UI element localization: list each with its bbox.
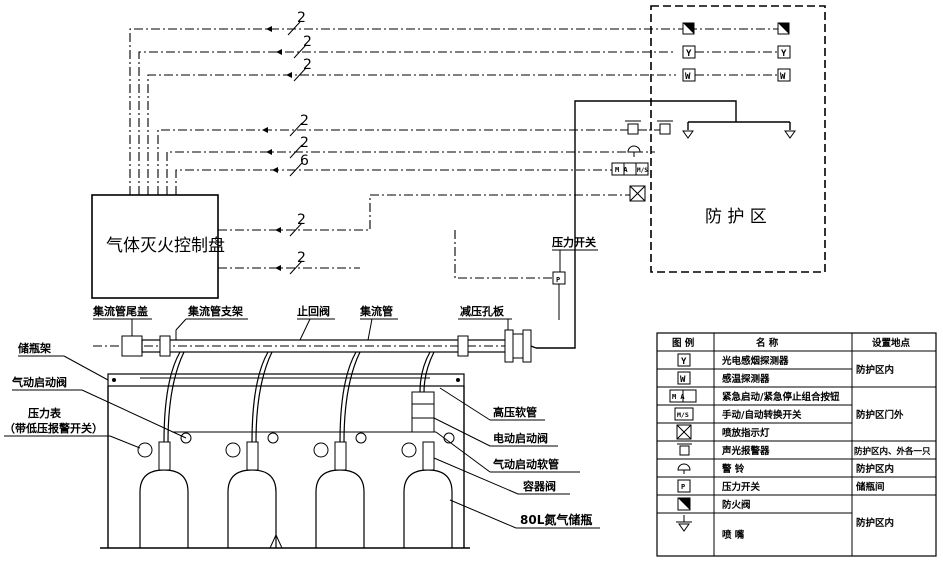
wire-count-7: 2 bbox=[297, 212, 306, 228]
component-labels: 压力开关 集流管尾盖 集流管支架 止回阀 集流管 减压孔板 储瓶架 气动启动阀 … bbox=[4, 235, 600, 529]
label-pressure-gauge: 压力表 bbox=[28, 406, 62, 420]
svg-text:M A: M A bbox=[672, 393, 685, 401]
svg-text:防火阀: 防火阀 bbox=[722, 499, 751, 511]
legend-bell-icon bbox=[677, 463, 691, 471]
svg-text:W: W bbox=[780, 72, 786, 82]
heat-detector-icon bbox=[777, 68, 791, 82]
legend-table: 图 例 名 称 设置地点 Y W M A M/S P bbox=[656, 332, 937, 557]
svg-text:警 铃: 警 铃 bbox=[722, 463, 745, 475]
svg-text:Y: Y bbox=[681, 357, 687, 367]
wire-count-marks: 2 2 2 2 2 6 2 2 bbox=[287, 10, 312, 275]
wire-count-4: 2 bbox=[300, 113, 309, 129]
svg-text:防护区门外: 防护区门外 bbox=[856, 409, 904, 421]
label-check-valve: 止回阀 bbox=[297, 304, 330, 318]
svg-text:防护区内: 防护区内 bbox=[856, 517, 894, 529]
svg-text:M/S: M/S bbox=[637, 167, 648, 174]
label-pneumatic-hose: 气动启动软管 bbox=[492, 457, 559, 471]
orifice-plate bbox=[504, 329, 514, 363]
manifold-end-cap bbox=[121, 335, 143, 357]
svg-text:P: P bbox=[681, 483, 685, 491]
legend-nozzle-icon bbox=[678, 523, 690, 532]
svg-text:防护区内、外各一只: 防护区内、外各一只 bbox=[854, 446, 931, 457]
siren-icon bbox=[627, 123, 639, 135]
cylinder-2 bbox=[225, 351, 279, 548]
wire-count-6: 6 bbox=[300, 153, 309, 169]
label-cylinder: 80L氮气储瓶 bbox=[520, 512, 592, 527]
svg-text:光电感烟探测器: 光电感烟探测器 bbox=[721, 355, 789, 367]
control-panel-label: 气体灭火控制盘 bbox=[106, 236, 225, 256]
bell-icon bbox=[627, 145, 641, 153]
cylinder-4 bbox=[401, 351, 455, 548]
svg-text:防护区内: 防护区内 bbox=[856, 364, 894, 376]
label-container-valve: 容器阀 bbox=[522, 479, 556, 493]
manifold-assembly bbox=[93, 329, 537, 363]
svg-text:压力开关: 压力开关 bbox=[722, 481, 761, 493]
legend-header-location: 设置地点 bbox=[872, 337, 911, 349]
legend-header-name: 名 称 bbox=[756, 337, 779, 349]
svg-text:感温探测器: 感温探测器 bbox=[722, 373, 770, 385]
label-pneumatic-valve: 气动启动阀 bbox=[11, 375, 67, 389]
siren-icon bbox=[659, 123, 671, 135]
protection-zone-boundary bbox=[650, 5, 826, 273]
svg-text:喷放指示灯: 喷放指示灯 bbox=[722, 427, 770, 439]
label-orifice-plate: 减压孔板 bbox=[460, 304, 505, 318]
nozzle-icon bbox=[784, 130, 796, 139]
estop-button-icon bbox=[611, 162, 649, 176]
field-devices: Y Y W W M A M/S P bbox=[552, 22, 791, 285]
smoke-detector-icon bbox=[777, 45, 791, 59]
svg-text:手动/自动转换开关: 手动/自动转换开关 bbox=[722, 409, 802, 421]
wire-count-2: 2 bbox=[303, 34, 312, 50]
label-hp-hose: 高压软管 bbox=[493, 405, 537, 419]
wire-count-1: 2 bbox=[297, 10, 306, 26]
svg-text:M/S: M/S bbox=[677, 411, 689, 419]
cylinder-rack bbox=[100, 373, 470, 549]
protection-zone-label: 防 护 区 bbox=[705, 207, 767, 227]
svg-text:Y: Y bbox=[686, 49, 692, 59]
pressure-gauge-icon bbox=[137, 442, 153, 458]
svg-text:Y: Y bbox=[781, 49, 787, 59]
svg-text:M A: M A bbox=[615, 166, 628, 174]
control-panel-box bbox=[91, 194, 219, 299]
svg-text:声光报警器: 声光报警器 bbox=[721, 445, 770, 457]
wire-count-3: 2 bbox=[303, 57, 312, 73]
svg-text:储瓶间: 储瓶间 bbox=[856, 481, 885, 493]
cylinders bbox=[137, 351, 455, 548]
label-pressure-gauge-note: （带低压报警开关） bbox=[4, 421, 103, 435]
discharge-pipe bbox=[536, 100, 796, 349]
svg-text:W: W bbox=[680, 375, 686, 385]
nozzle-icon bbox=[682, 130, 694, 139]
legend-header-symbol: 图 例 bbox=[672, 337, 694, 349]
svg-text:P: P bbox=[556, 276, 560, 284]
label-pressure-switch: 压力开关 bbox=[552, 235, 596, 249]
wire-count-8: 2 bbox=[297, 250, 306, 266]
label-electric-valve: 电动启动阀 bbox=[493, 431, 548, 445]
signal-lines bbox=[129, 26, 778, 279]
svg-text:紧急启动/紧急停止组合按钮: 紧急启动/紧急停止组合按钮 bbox=[722, 391, 840, 403]
label-manifold: 集流管 bbox=[359, 304, 393, 318]
label-cylinder-rack: 储瓶架 bbox=[18, 341, 51, 355]
cylinder-3 bbox=[313, 351, 367, 548]
wire-count-5: 2 bbox=[300, 135, 309, 151]
svg-text:防护区内: 防护区内 bbox=[856, 463, 894, 475]
label-manifold-bracket: 集流管支架 bbox=[187, 304, 243, 318]
electric-valve-actuator bbox=[411, 391, 435, 433]
svg-text:喷 嘴: 喷 嘴 bbox=[722, 529, 745, 541]
legend-siren-icon bbox=[679, 445, 690, 456]
svg-text:W: W bbox=[685, 72, 691, 82]
cylinder-1 bbox=[137, 351, 192, 548]
label-manifold-end-cap: 集流管尾盖 bbox=[92, 304, 148, 318]
